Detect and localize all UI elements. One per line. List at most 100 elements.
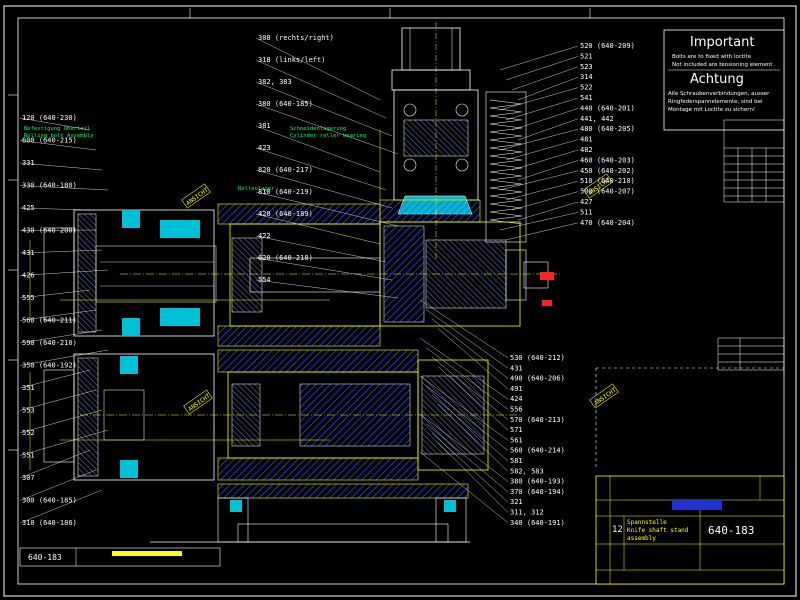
leader-line <box>419 375 509 441</box>
callout-label: 380 (640-185) <box>258 100 313 108</box>
leader-line <box>255 279 399 299</box>
note-2: Rollenlager <box>238 186 275 192</box>
leader-line <box>19 140 97 151</box>
callout-label: 351 <box>22 384 35 392</box>
note-1: Cylinder roller bearing <box>290 133 366 139</box>
callout-label: 370 (640-194) <box>510 488 565 496</box>
leader-line <box>19 469 97 501</box>
leader-line <box>419 299 509 359</box>
leader-line <box>19 117 91 131</box>
notice-line1-en: Bolts are to fixed with loctite <box>672 54 752 60</box>
notice-line2-en: Not included are tensioning element <box>672 62 773 68</box>
lower-hub <box>43 353 215 481</box>
callout-label: 571 <box>510 426 523 434</box>
title-drawing-code: 640-183 <box>708 524 754 537</box>
leader-line <box>511 108 579 131</box>
upper-shaft-housing <box>120 203 560 347</box>
leader-line <box>431 394 509 462</box>
callout-label: 331 <box>22 159 35 167</box>
leader-line <box>511 149 579 171</box>
callout-label: 321 <box>510 498 523 506</box>
leader-line <box>19 162 103 171</box>
lower-shaft-housing <box>80 349 520 481</box>
angle-tag-3: ANSICHT <box>187 393 212 413</box>
leader-line <box>255 81 393 137</box>
gear-tower <box>379 22 481 260</box>
leader-line <box>419 451 509 523</box>
title-block: 12 Spannstelle Knife shaft stand assembl… <box>595 475 785 585</box>
notice-line2-de: Ringfederspannelemente, sind bei <box>668 99 763 105</box>
sheet-border-outer <box>3 5 797 597</box>
notice-box: Important Bolts are to fixed with loctit… <box>663 29 785 131</box>
note-0: Schneidenlagerung <box>290 126 346 132</box>
leader-line <box>505 139 579 161</box>
bolt-torque-table <box>723 119 785 203</box>
leader-line <box>511 191 579 211</box>
callout-label: 425 <box>22 204 35 212</box>
callout-label: 424 <box>510 395 523 403</box>
callout-label: 314 <box>580 73 593 81</box>
leader-line <box>19 309 97 321</box>
leader-line <box>425 385 509 451</box>
callout-label: 570 (640-213) <box>510 416 565 424</box>
leader-line <box>425 423 509 493</box>
leader-line <box>499 87 579 111</box>
callout-label: 554 <box>258 276 271 284</box>
leader-line <box>499 45 579 71</box>
leader-line <box>19 249 103 254</box>
callout-label: 308 (rechts/right) <box>258 34 334 42</box>
callout-label: 511 <box>580 208 593 216</box>
notice-line3-de: Montage mit Loctite zu sichern! <box>668 107 755 113</box>
leader-line <box>19 185 109 191</box>
leader-line <box>19 349 109 366</box>
leader-line <box>19 269 109 276</box>
leader-line <box>511 66 579 91</box>
callout-label: 490 (640-206) <box>510 375 565 383</box>
angle-tag-4: ANSICHT <box>593 387 618 407</box>
leader-line <box>255 37 381 101</box>
leader-line <box>19 449 91 479</box>
leader-line <box>19 207 91 211</box>
notice-title-de: Achtung <box>690 72 744 87</box>
callout-label: 510 (640-210) <box>580 177 635 185</box>
leader-line <box>431 432 509 503</box>
callout-label: 582, 583 <box>510 467 544 475</box>
upper-hub <box>43 209 217 337</box>
base-frame <box>150 483 470 543</box>
callout-label: 120 (640-230) <box>22 114 77 122</box>
leader-line <box>19 409 103 434</box>
callout-label: 430 (640-200) <box>22 227 77 235</box>
callout-label: 480 (640-205) <box>580 125 635 133</box>
callout-label: 310 (640-186) <box>22 519 77 527</box>
callouts-top: 308 (rechts/right)318 (links/left)382, 3… <box>258 34 334 284</box>
leader-line <box>499 129 579 151</box>
callout-label: 470 (640-204) <box>580 219 635 227</box>
callout-label: 318 (links/left) <box>258 56 325 64</box>
notice-line1-de: Alle Schraubenverbindungen, ausser <box>668 91 770 97</box>
leader-line <box>19 369 91 389</box>
title-desc-2: Knife shaft stand <box>627 527 689 534</box>
sheet-border-inner <box>17 17 785 585</box>
note-3: Befestigung Oberteil <box>24 126 90 132</box>
leader-line <box>19 289 91 299</box>
leader-line <box>255 147 387 191</box>
title-desc-1: Spannstelle <box>627 519 667 526</box>
note-4: Rolling bolt Assembly <box>24 133 94 139</box>
callout-label: 431 <box>22 249 35 257</box>
leader-line <box>499 170 579 191</box>
callout-label: 810 (640-219) <box>258 188 313 196</box>
leader-line <box>255 213 381 245</box>
leader-line <box>437 328 509 390</box>
drawing-number-left: 640-183 <box>28 553 62 562</box>
callout-label: 350 (640-192) <box>22 362 77 370</box>
callout-label: 481 <box>580 136 593 144</box>
callout-label: 422 <box>258 232 271 240</box>
leader-line <box>19 429 109 456</box>
callout-label: 556 <box>510 406 523 414</box>
leader-line <box>505 181 579 201</box>
leader-line <box>499 212 579 231</box>
callout-label: 440 (640-201) <box>580 104 635 112</box>
